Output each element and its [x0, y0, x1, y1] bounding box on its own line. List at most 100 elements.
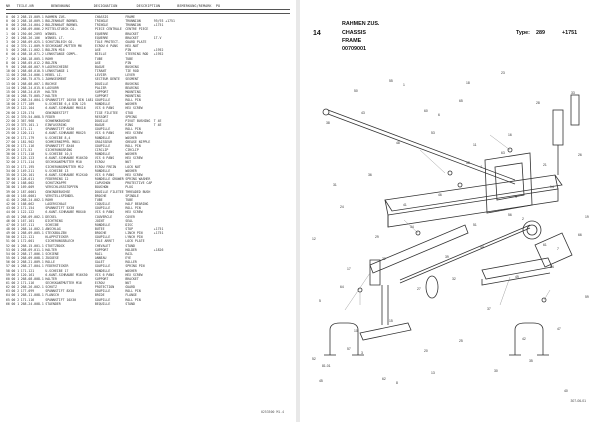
callout-number: 65 [459, 99, 463, 103]
name-de-cell: WINKEL LT. [45, 35, 65, 40]
part-number-cell: 268.09.011.1 [20, 247, 44, 252]
part-number-cell: 268.21.009.1 [20, 260, 44, 265]
part-number-cell: 268.24.002.1 [20, 197, 44, 202]
callout-number: 22 [382, 257, 386, 261]
name-fr-cell: VIS 6 PANS [94, 156, 115, 161]
quantity-cell: 00 1 [11, 185, 20, 190]
name-en-cell: HALF BEARING [125, 202, 149, 207]
name-fr-cell: GALET [94, 260, 105, 265]
quantity-cell: 00 2 [11, 156, 20, 161]
name-fr-cell: PROTECTION [94, 285, 115, 290]
name-de-cell: SPANNSTIFT 10X50 DIN 1481 [45, 98, 94, 103]
callout-number: 45 [319, 379, 323, 383]
name-fr-cell: PIECE CENTRALE [94, 27, 122, 32]
quantity-cell: 00 2 [11, 251, 20, 256]
item-number-cell: 25 [6, 131, 10, 136]
part-number-cell: 171.116 [20, 297, 35, 302]
name-fr-cell: GRAISSEUR [94, 139, 113, 144]
name-en-cell: SPINDLE [125, 193, 139, 198]
part-number-cell: 268.18.005.1 [20, 56, 44, 61]
name-de-cell: SCHWENKBUCHSE [45, 118, 71, 123]
name-de-cell: SECHSKANTMUTTER M16 [45, 281, 82, 285]
name-en-cell: CENTRE PIECE [125, 27, 149, 32]
name-de-cell: U-SCHEIBE 8,4 [45, 135, 71, 140]
part-number-cell: 268.11.008.1 [20, 293, 44, 298]
part-number-cell: 268.14.002.1 [20, 226, 44, 231]
quantity-cell: 00 1 [11, 214, 20, 219]
name-de-cell: FEDER [45, 114, 55, 119]
item-number-cell: 42 [6, 202, 10, 207]
quantity-cell: 00 4 [11, 52, 20, 57]
callout-number: 64 [340, 285, 344, 289]
name-de-cell: U-SCHEIBE 13 [45, 168, 69, 173]
name-en-cell: LOCK PLATE [125, 239, 145, 244]
drawbar-line [327, 109, 516, 181]
quantity-cell: 00 1 [11, 27, 20, 32]
item-number-cell: 3 [6, 39, 8, 44]
part-number-cell: 268.17.006.1 [20, 251, 44, 256]
callout-number: 44 [480, 245, 484, 249]
part-number-cell: 268.18.071.2 [20, 52, 44, 57]
name-en-cell: PIN [125, 48, 132, 53]
name-de-cell: SCHMIERNIPPEL M8X1 [45, 139, 80, 144]
name-en-cell: HEX SCREW [125, 172, 143, 177]
name-en-cell: BUSHING [125, 64, 139, 69]
name-fr-cell: CHEVALET [94, 243, 111, 248]
name-en-cell: HEX.NUT [125, 44, 139, 49]
item-number-cell: 5 [6, 48, 8, 53]
callout-number: 57 [347, 347, 351, 351]
quantity-cell: 00 1 [11, 31, 20, 36]
quantity-cell: 00 1 [11, 177, 20, 182]
name-en-cell: TUBE [125, 197, 133, 202]
name-de-cell: 6-KANT-SCHRAUBE M12X40 [45, 172, 88, 177]
name-de-cell: KLAPPSTECKER [45, 235, 69, 240]
quantity-cell: 00 2 [11, 135, 20, 140]
name-en-cell: STAND [125, 301, 135, 306]
name-en-cell: SEAL [125, 218, 133, 223]
name-de-cell: HALTER [45, 93, 57, 98]
quantity-cell: 00 2 [11, 189, 20, 194]
name-fr-cell: LEVIER [94, 73, 107, 78]
item-number-cell: 22 [6, 118, 10, 123]
callout-number: 49 [515, 275, 519, 279]
quantity-cell: 00 2 [11, 164, 20, 169]
part-number-cell: 268.08.007.1 [20, 81, 44, 86]
part-number-cell: 268.24.006.1 [20, 73, 44, 78]
callout-number: 7 [557, 247, 559, 251]
callout-number: 1 [403, 83, 405, 87]
name-en-cell: ROLLER [125, 260, 137, 265]
name-de-cell: DICHTRING [45, 218, 63, 223]
remark-cell: +1751 [153, 226, 164, 231]
remark-cell: T 4E [153, 123, 162, 128]
callout-number: 40 [564, 389, 568, 393]
type-label: Type: [516, 30, 530, 36]
name-fr-cell: GOUPILLE [94, 235, 111, 240]
callout-number: 42 [522, 337, 526, 341]
quantity-cell: 00 2 [11, 19, 20, 24]
part-number-cell: 171.11 [20, 127, 33, 132]
name-en-cell: TRUNNION [125, 23, 141, 28]
callout-number: 4 [480, 165, 482, 169]
name-fr-cell: CHASSIS [94, 15, 109, 19]
name-en-cell: ROLL PIN [125, 127, 141, 132]
name-de-cell: 6-KANT-SCHRAUBE M6X16 [45, 106, 86, 111]
item-number-cell: 16 [6, 93, 10, 98]
part-number-cell: 171.110 [20, 152, 35, 157]
bolt [415, 230, 421, 236]
name-fr-cell: COQUILLE [94, 202, 111, 207]
rail-channel [481, 257, 553, 280]
quantity-cell: 00 1 [11, 81, 20, 86]
item-number-cell: 37 [6, 181, 10, 186]
name-de-cell: BUCHSE [45, 81, 57, 86]
